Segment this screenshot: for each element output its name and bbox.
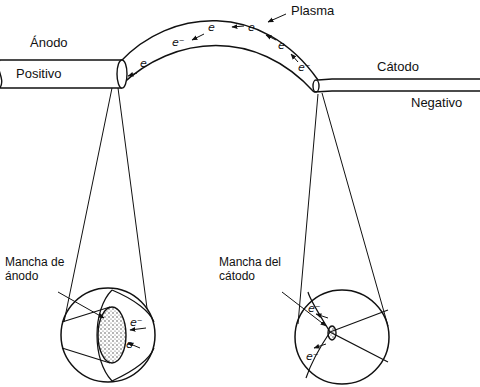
cathode-rod	[318, 79, 480, 80]
electron-arrow	[291, 54, 298, 62]
part-label: Mancha del cátodo	[218, 256, 288, 284]
electron-arrow	[266, 35, 276, 40]
electron-label: e⁻	[298, 62, 311, 75]
anode-spot	[98, 307, 126, 363]
part-label: Cátodo	[376, 60, 420, 75]
electron-label: e	[248, 22, 255, 35]
electron-label: e	[140, 58, 147, 71]
plasma-outline	[120, 21, 318, 80]
circle-outline	[60, 287, 156, 383]
plasma-outline	[120, 46, 314, 93]
electron-label: e	[208, 22, 215, 35]
electron-arrow	[128, 73, 137, 76]
electron-label: e⁻	[172, 37, 185, 50]
electron-arrow	[314, 344, 326, 348]
cathode-tip	[313, 80, 319, 92]
electron-arrow	[232, 26, 244, 27]
arc-edge	[306, 292, 330, 378]
cathode-cone	[330, 310, 388, 362]
electron-label: e	[126, 339, 133, 351]
arc-edge	[112, 290, 154, 381]
part-label: Negativo	[410, 96, 463, 111]
anode-rod-section	[62, 307, 110, 363]
leader-line	[268, 14, 286, 22]
zoom-line	[298, 94, 318, 324]
part-label: Ánodo	[30, 36, 68, 50]
cathode-spot	[328, 326, 336, 340]
anode-inset: e⁻ e	[60, 287, 156, 383]
electron-arrow	[192, 34, 204, 40]
part-text: Positivo	[16, 67, 62, 81]
part-label: Plasma	[290, 4, 335, 19]
zoom-line	[64, 88, 112, 322]
cathode-rod	[314, 91, 480, 92]
electron-label: e	[278, 40, 285, 53]
electron-label: e⁻	[308, 303, 321, 315]
zoom-line	[118, 88, 147, 309]
electron-label: e⁻	[130, 317, 143, 329]
cathode-inset: e⁻ e⁻	[294, 289, 390, 385]
electron-label: e⁻	[306, 351, 319, 363]
anode-rod-end	[97, 290, 112, 381]
anode-rod: ÁnodoPositivo	[0, 60, 122, 88]
part-label: Mancha de ánodo	[4, 256, 66, 284]
